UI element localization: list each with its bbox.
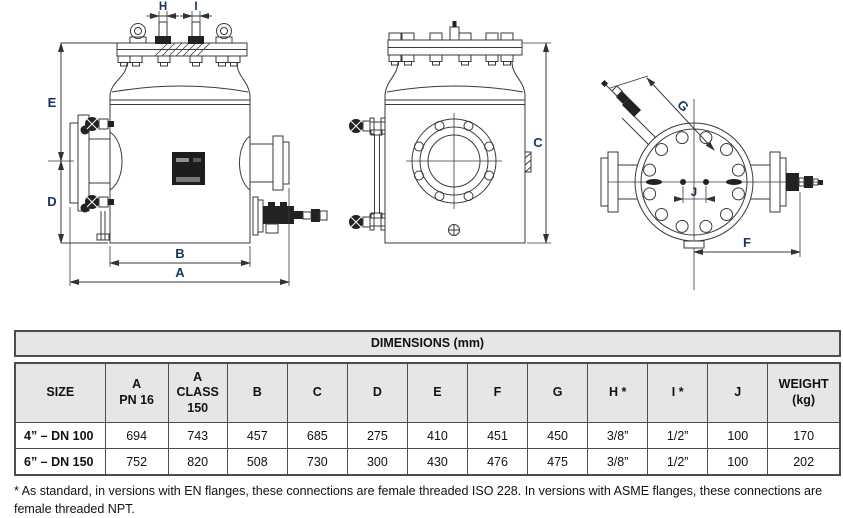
table-cell: 100 <box>707 422 769 449</box>
table-cell: 100 <box>707 448 769 476</box>
dim-label-h: H <box>159 1 167 13</box>
gauge-valves <box>80 117 114 241</box>
column-header-e: E <box>406 362 468 423</box>
header-row: SIZE A PN 16 A CLASS 150 B C D E F G H *… <box>14 362 841 423</box>
dim-label-j: J <box>691 187 697 199</box>
table-cell: 202 <box>767 448 841 476</box>
table-cell: 730 <box>286 448 348 476</box>
table-cell-size: 4” – DN 100 <box>14 422 106 449</box>
table-cell: 752 <box>104 448 169 476</box>
table-cell: 3/8” <box>587 422 649 449</box>
table-cell: 451 <box>466 422 529 449</box>
column-header-b: B <box>226 362 288 423</box>
top-view: G J F <box>600 75 823 290</box>
footnote: * As standard, in versions with EN flang… <box>14 484 823 517</box>
technical-drawing: E D H I <box>47 1 823 290</box>
sight-glass <box>349 117 386 231</box>
table-cell: 410 <box>406 422 468 449</box>
eye-bolts <box>129 23 233 44</box>
flange-face <box>406 113 502 209</box>
dim-label-i: I <box>194 1 197 13</box>
table-cell: 685 <box>286 422 348 449</box>
column-header-h: H * <box>587 362 649 423</box>
dimensions-section: DIMENSIONS (mm) SIZE A PN 16 A CLASS 150… <box>14 330 841 476</box>
dim-label-d: D <box>47 194 56 209</box>
dim-label-e: E <box>48 95 57 110</box>
front-view: E D H I <box>47 1 328 286</box>
table-row-dn150: 6” – DN 150 752 820 508 730 300 430 476 … <box>14 448 841 476</box>
table-cell: 430 <box>406 448 468 476</box>
side-drain-valve <box>786 173 823 191</box>
table-cell: 694 <box>104 422 169 449</box>
dim-label-f: F <box>743 235 751 250</box>
table-cell: 450 <box>527 422 589 449</box>
table-cell-size: 6” – DN 150 <box>14 448 106 476</box>
side-view: C <box>349 21 551 244</box>
column-header-a-class150: A CLASS 150 <box>167 362 228 423</box>
table-cell: 820 <box>167 448 228 476</box>
table-cell: 3/8” <box>587 448 649 476</box>
table-cell: 300 <box>346 448 408 476</box>
column-header-c: C <box>286 362 348 423</box>
cover-bolts <box>117 55 241 67</box>
table-title: DIMENSIONS (mm) <box>14 330 841 357</box>
dim-label-b: B <box>175 246 184 261</box>
drain-valve <box>252 196 328 236</box>
table-cell: 1/2” <box>647 448 709 476</box>
table-cell: 170 <box>767 422 841 449</box>
column-header-d: D <box>346 362 408 423</box>
column-header-g: G <box>527 362 589 423</box>
table-cell: 1/2” <box>647 422 709 449</box>
dim-label-c: C <box>533 135 543 150</box>
table-cell: 475 <box>527 448 589 476</box>
table-cell: 743 <box>167 422 228 449</box>
column-header-weight: WEIGHT (kg) <box>767 362 841 423</box>
nameplate <box>172 152 205 185</box>
angled-vent-valve <box>600 79 657 146</box>
column-header-j: J <box>707 362 769 423</box>
column-header-a-pn16: A PN 16 <box>104 362 169 423</box>
table-cell: 508 <box>226 448 288 476</box>
column-header-size: SIZE <box>14 362 106 423</box>
dimensions-table: SIZE A PN 16 A CLASS 150 B C D E F G H *… <box>14 362 841 476</box>
table-cell: 275 <box>346 422 408 449</box>
table-cell: 476 <box>466 448 529 476</box>
dim-label-a: A <box>175 265 185 280</box>
table-cell: 457 <box>226 422 288 449</box>
column-header-f: F <box>466 362 529 423</box>
column-header-i: I * <box>647 362 709 423</box>
table-row-dn100: 4” – DN 100 694 743 457 685 275 410 451 … <box>14 422 841 449</box>
dim-label-g: G <box>674 97 692 115</box>
